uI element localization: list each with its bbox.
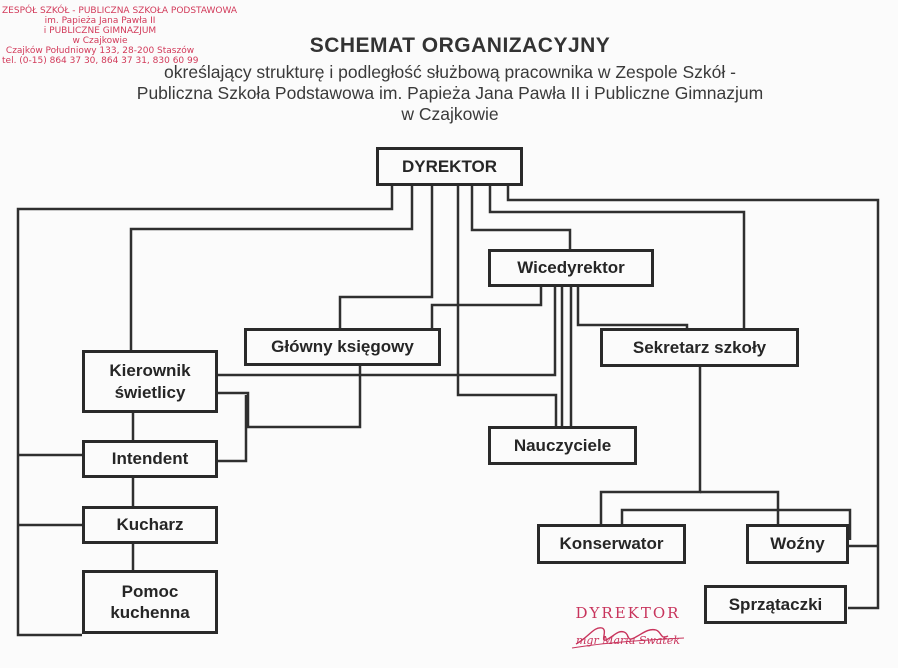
box-label: Intendent — [111, 449, 189, 469]
stamp-line: w Czajkowie — [72, 36, 128, 46]
box-label: Nauczyciele — [513, 435, 612, 455]
subtitle-line: określający strukturę i podległość służb… — [164, 62, 736, 82]
box-dyrektor: DYREKTOR — [376, 147, 523, 186]
box-konserwator: Konserwator — [537, 524, 686, 564]
page-subtitle: określający strukturę i podległość służb… — [20, 62, 880, 125]
box-label: Kucharz — [116, 515, 184, 535]
signature-title: DYREKTOR — [575, 604, 681, 622]
box-label: Woźny — [770, 534, 825, 554]
box-wicedyrektor: Wicedyrektor — [488, 249, 654, 287]
box-label: DYREKTOR — [401, 156, 498, 176]
stamp-line: i PUBLICZNE GIMNAZJUM — [43, 26, 157, 36]
handwritten-signature-icon — [571, 627, 685, 649]
director-signature: DYREKTOR mgr Maria Swatek — [548, 604, 708, 649]
box-sprzataczki: Sprzątaczki — [704, 585, 847, 624]
page-title: SCHEMAT ORGANIZACYJNY — [309, 34, 611, 57]
box-label: Wicedyrektor — [517, 258, 625, 278]
school-stamp: ZESPÓŁ SZKÓŁ - PUBLICZNA SZKOŁA PODSTAWO… — [2, 6, 238, 66]
box-label: Sprzątaczki — [728, 594, 823, 614]
box-label: Kierownik świetlicy — [109, 361, 191, 402]
box-label: Pomoc kuchenna — [110, 581, 190, 622]
box-intendent: Intendent — [82, 440, 218, 478]
stamp-line: im. Papieża Jana Pawła II — [44, 16, 156, 26]
box-label: Sekretarz szkoły — [632, 337, 767, 357]
stamp-line: Czajków Południowy 133, 28-200 Staszów — [5, 46, 195, 56]
box-pomoc-kuchenna: Pomoc kuchenna — [82, 570, 218, 634]
box-wozny: Woźny — [746, 524, 849, 564]
box-kucharz: Kucharz — [82, 506, 218, 544]
box-nauczyciele: Nauczyciele — [488, 426, 637, 465]
subtitle-line: w Czajkowie — [401, 104, 499, 124]
stamp-line: tel. (0-15) 864 37 30, 864 37 31, 830 60… — [2, 56, 199, 66]
box-label: Konserwator — [559, 534, 664, 554]
box-label: Główny księgowy — [271, 337, 414, 357]
stamp-line: ZESPÓŁ SZKÓŁ - PUBLICZNA SZKOŁA PODSTAWO… — [2, 6, 238, 16]
box-kierownik-swietlicy: Kierownik świetlicy — [82, 350, 218, 413]
box-sekretarz-szkoly: Sekretarz szkoły — [600, 328, 799, 367]
box-glowny-ksiegowy: Główny księgowy — [244, 328, 441, 366]
subtitle-line: Publiczna Szkoła Podstawowa im. Papieża … — [136, 83, 764, 103]
